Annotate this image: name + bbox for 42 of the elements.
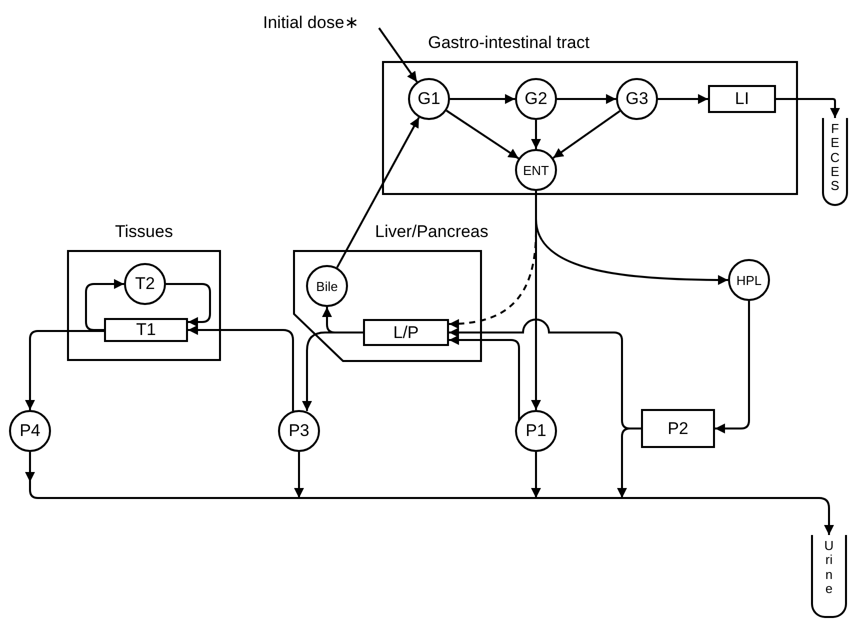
- arrow: [617, 428, 641, 498]
- compartment-box: T1: [104, 318, 188, 342]
- arrow: [450, 94, 515, 104]
- arrow: [336, 116, 420, 268]
- arrow: [25, 330, 104, 410]
- arrow: [557, 94, 616, 104]
- compartment-circle: T2: [124, 263, 166, 305]
- compartment-circle: G3: [616, 78, 658, 120]
- arrow: [302, 332, 363, 411]
- compartment-circle: G1: [408, 78, 450, 120]
- arrow: [531, 452, 541, 498]
- compartment-box: P2: [641, 409, 715, 448]
- arrow: [658, 94, 708, 104]
- input-label: Initial dose∗: [263, 12, 383, 34]
- compartment-circle: P1: [515, 410, 557, 452]
- arrow: [29, 482, 834, 535]
- compartment-box: LI: [708, 85, 776, 113]
- arrow: [552, 110, 620, 159]
- group-title: Liver/Pancreas: [375, 222, 488, 242]
- arrow: [715, 301, 750, 434]
- excretion-container: FECES: [822, 118, 848, 206]
- compartment-circle: P4: [9, 410, 51, 452]
- compartment-box: L/P: [363, 319, 449, 346]
- group-title: Gastro-intestinal tract: [428, 33, 590, 53]
- group-title: Tissues: [114, 222, 174, 242]
- compartment-circle: ENT: [515, 149, 557, 191]
- arrow: [294, 452, 304, 498]
- arrow: [166, 283, 211, 327]
- arrow: [776, 98, 840, 118]
- arrow: [449, 335, 520, 420]
- arrow: [446, 110, 520, 160]
- arrow: [188, 325, 294, 411]
- compartment-circle: P3: [278, 410, 320, 452]
- dashed-arrow: [448, 230, 537, 329]
- arrow: [531, 120, 541, 149]
- arrow: [25, 452, 35, 482]
- excretion-container: Urine: [811, 535, 847, 618]
- compartment-circle: Bile: [306, 265, 348, 307]
- arrow: [85, 279, 124, 331]
- arrow: [378, 27, 418, 82]
- compartment-circle: G2: [515, 78, 557, 120]
- compartment-circle: HPL: [728, 259, 770, 301]
